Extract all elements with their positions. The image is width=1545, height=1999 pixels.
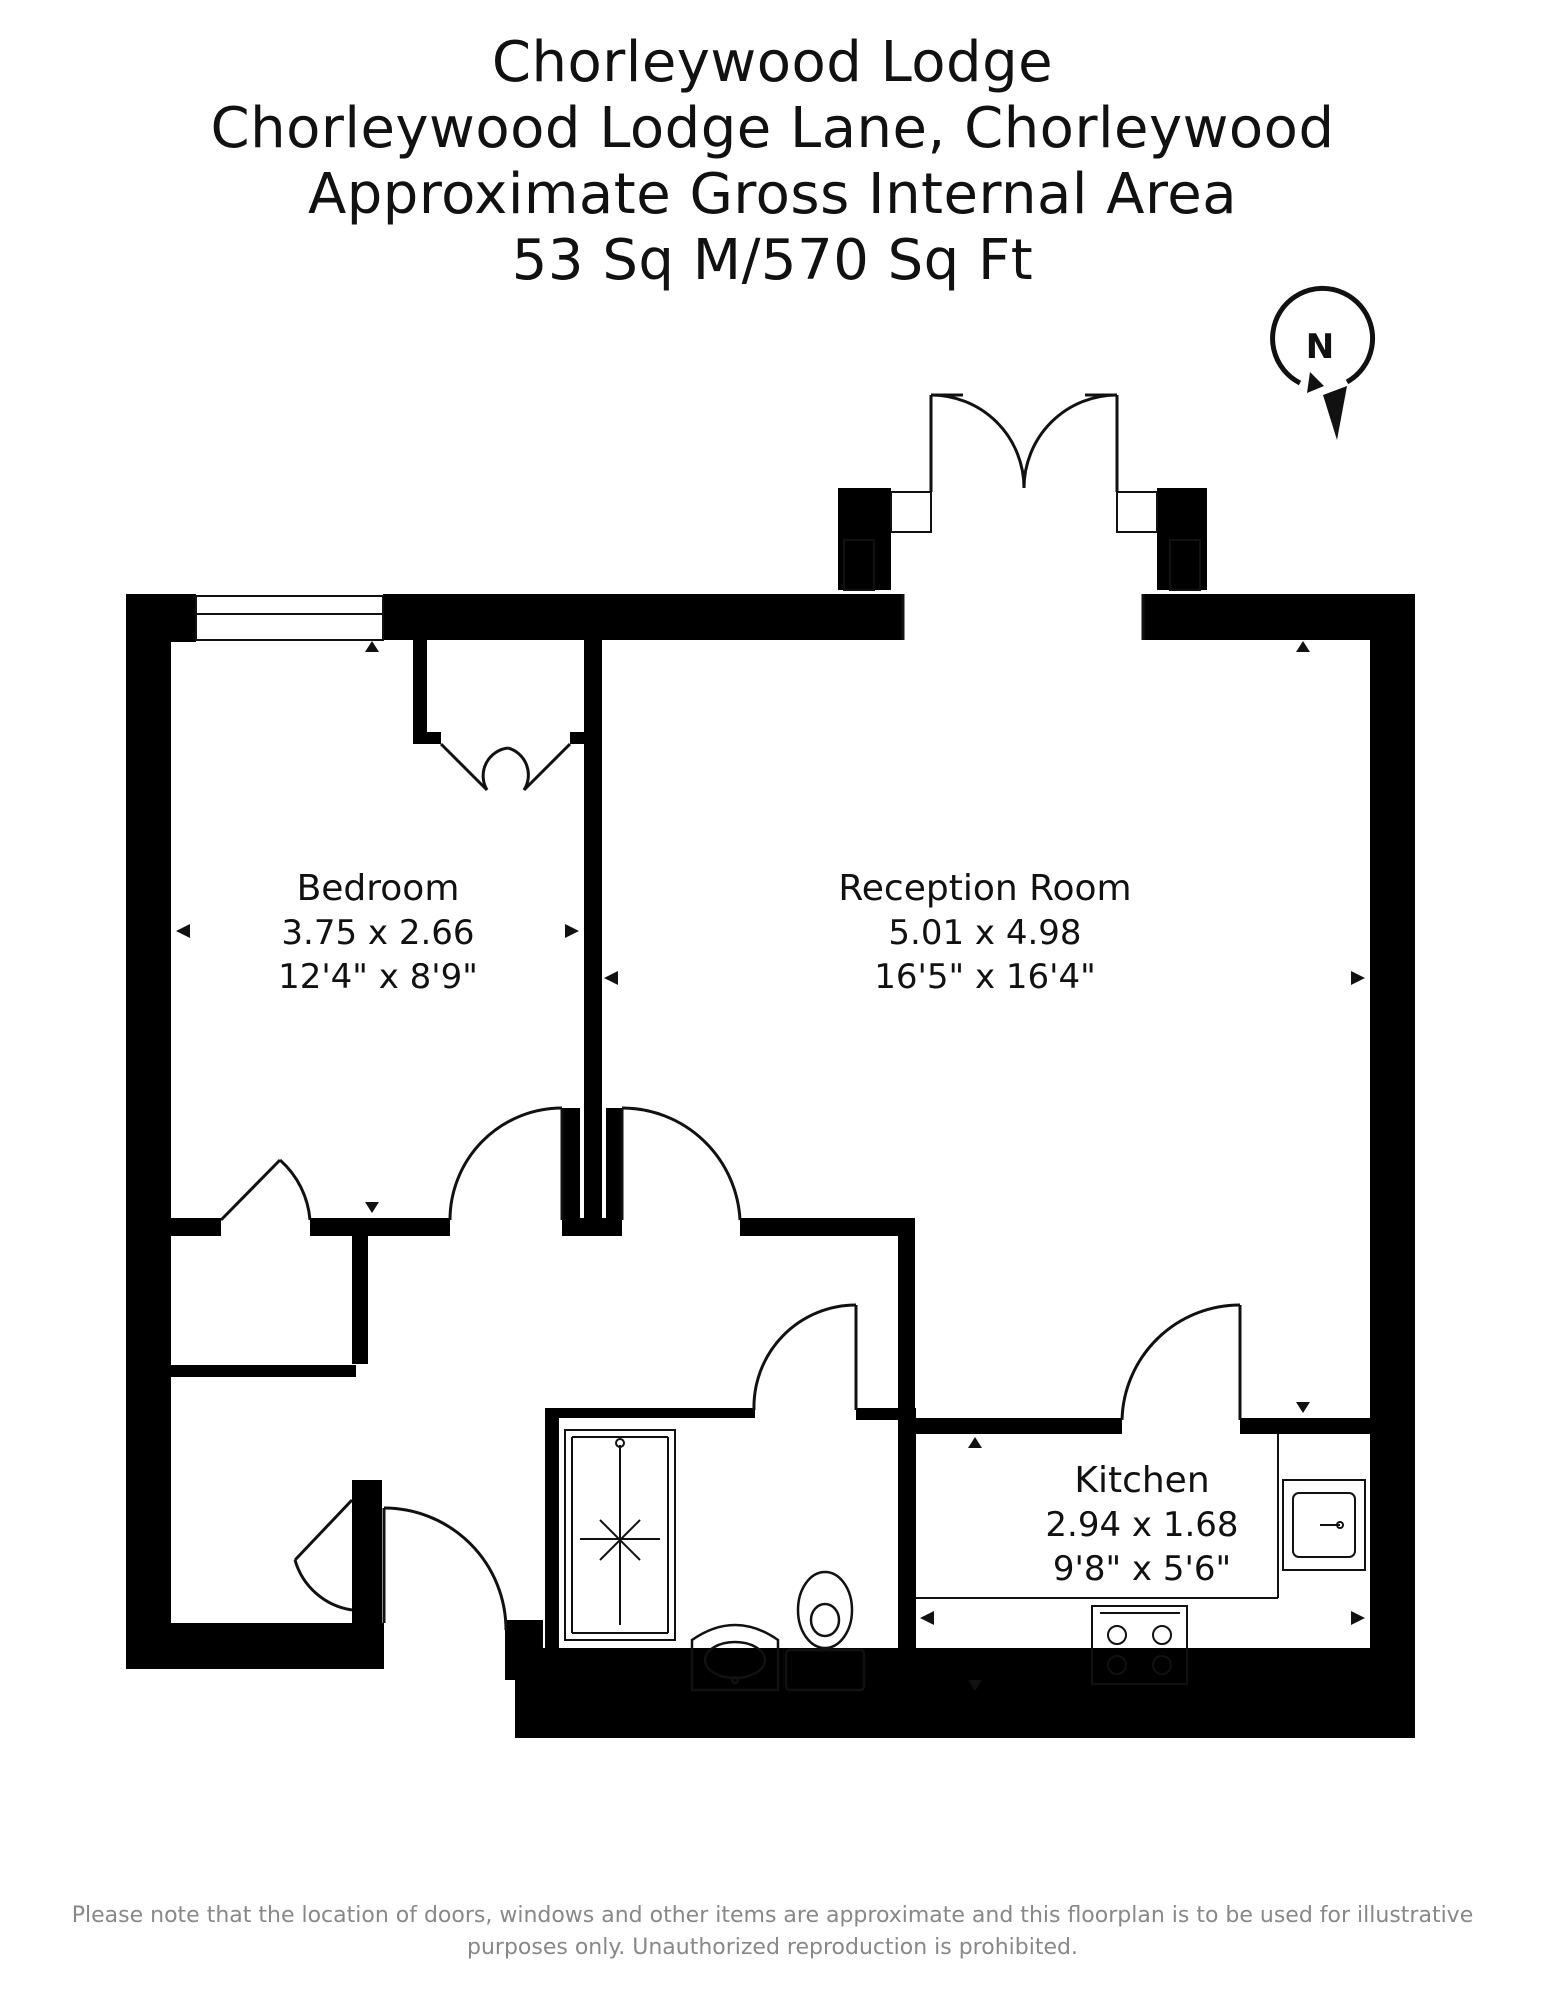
kitchen-name: Kitchen — [1074, 1460, 1209, 1501]
north-compass-icon: N — [1270, 285, 1376, 440]
bedroom-imperial: 12'4" x 8'9" — [278, 957, 478, 997]
shower-tray-icon — [564, 1429, 676, 1641]
property-title: Chorleywood Lodge — [491, 30, 1054, 95]
room-reception: Reception Room 5.01 x 4.98 16'5" x 16'4" — [838, 868, 1131, 997]
windows — [195, 491, 1201, 641]
disclaimer: Please note that the location of doors, … — [60, 1900, 1485, 1964]
hob-icon — [1091, 1605, 1188, 1685]
bay-window-left — [890, 491, 932, 533]
bedroom-metric: 3.75 x 2.66 — [281, 913, 474, 953]
compass-north-label: N — [1306, 327, 1334, 367]
area-label: Approximate Gross Internal Area — [307, 162, 1238, 227]
plan-header: Chorleywood Lodge Chorleywood Lodge Lane… — [0, 30, 1545, 294]
toilet-icon — [784, 1570, 866, 1692]
doors — [219, 742, 1242, 1631]
reception-imperial: 16'5" x 16'4" — [874, 957, 1096, 997]
kitchen-units — [915, 1434, 1366, 1599]
room-bedroom: Bedroom 3.75 x 2.66 12'4" x 8'9" — [278, 868, 478, 997]
bay-window-right-low — [1169, 539, 1201, 591]
dimension-markers — [176, 641, 1365, 1691]
disclaimer-line-1: Please note that the location of doors, … — [71, 1903, 1474, 1928]
kitchen-metric: 2.94 x 1.68 — [1045, 1505, 1238, 1545]
disclaimer-line-2: purposes only. Unauthorized reproduction… — [467, 1935, 1078, 1960]
kitchen-sink-icon — [1282, 1479, 1366, 1571]
french-doors — [901, 393, 1145, 640]
kitchen-imperial: 9'8" x 5'6" — [1053, 1549, 1231, 1589]
property-address: Chorleywood Lodge Lane, Chorleywood — [210, 96, 1335, 161]
reception-name: Reception Room — [838, 868, 1131, 909]
area-value: 53 Sq M/570 Sq Ft — [511, 228, 1034, 293]
interior-walls — [126, 640, 1370, 1698]
bay-window-left-low — [843, 539, 875, 591]
bedroom-name: Bedroom — [297, 868, 460, 909]
bedroom-window — [195, 595, 384, 641]
bay-window-right — [1116, 491, 1158, 533]
wash-basin-icon — [690, 1623, 780, 1692]
outer-walls — [126, 488, 1415, 1738]
reception-metric: 5.01 x 4.98 — [888, 913, 1081, 953]
room-kitchen: Kitchen 2.94 x 1.68 9'8" x 5'6" — [1045, 1460, 1238, 1589]
